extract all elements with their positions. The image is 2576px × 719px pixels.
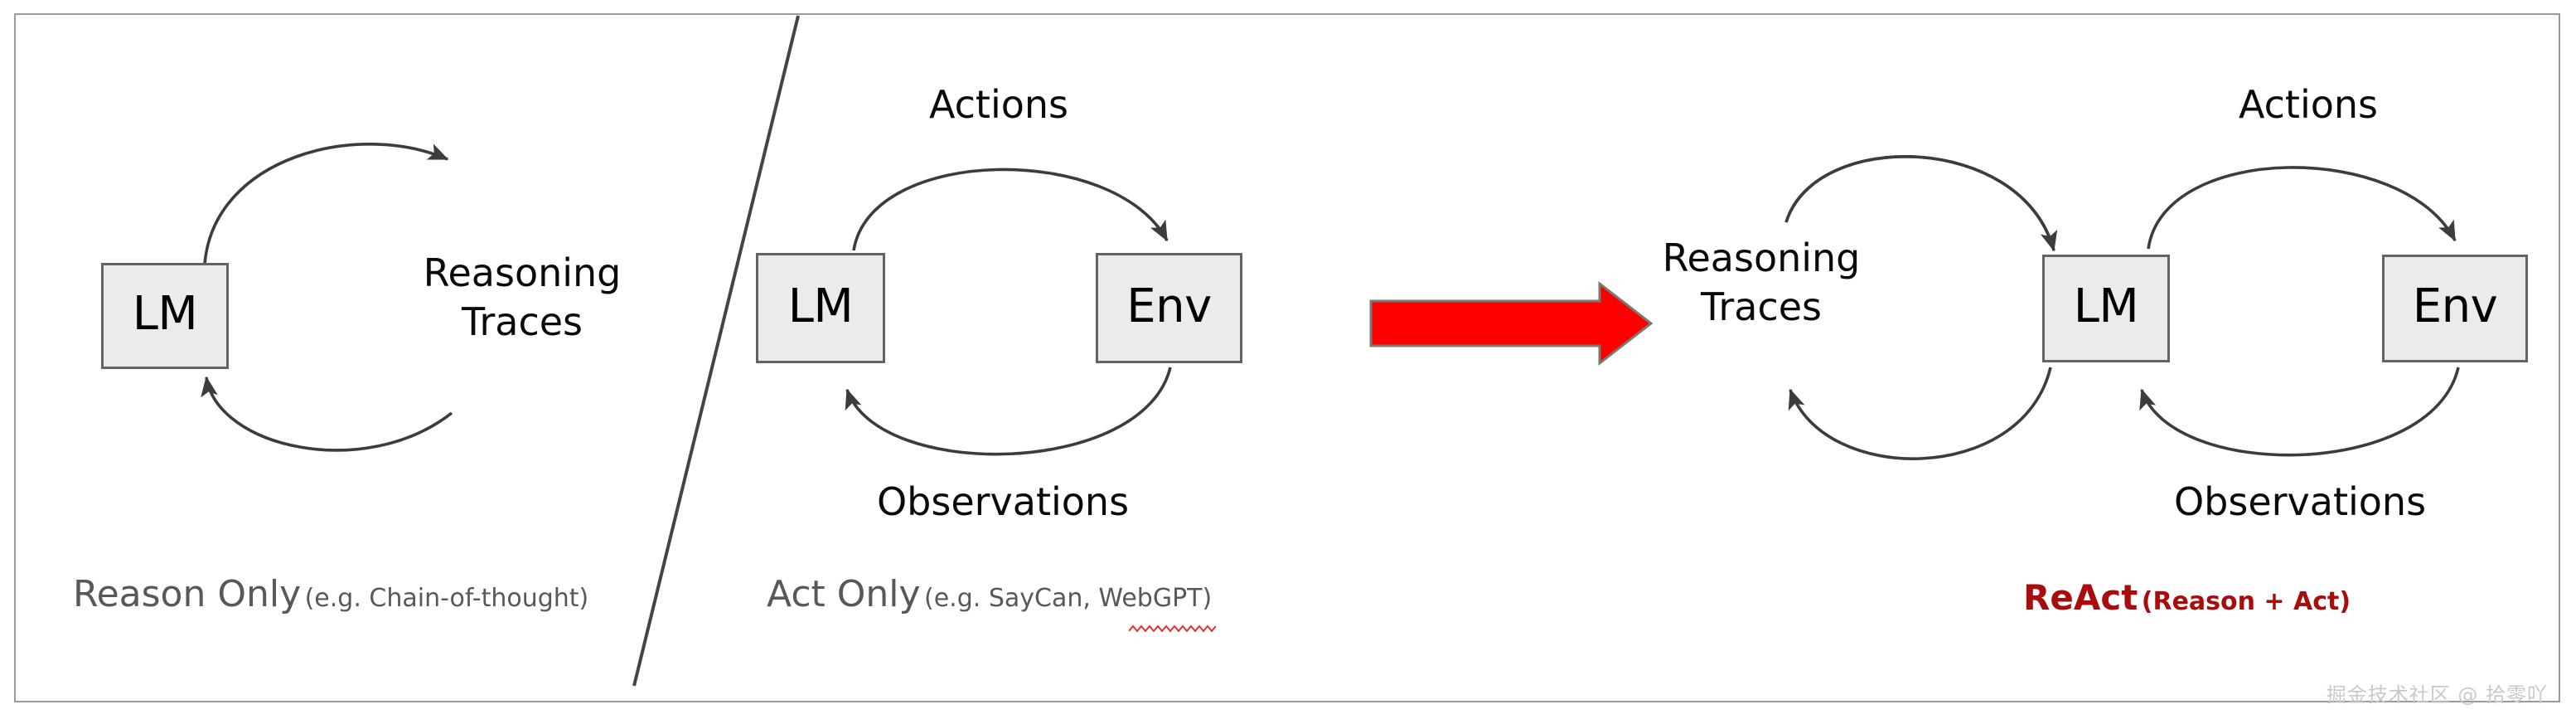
caption-act-only: Act Only (e.g. SayCan, WebGPT) [767, 576, 1212, 613]
spellcheck-squiggle [1129, 624, 1216, 633]
caption-sub: (Reason + Act) [2141, 587, 2351, 616]
edge-label-line1: Reasoning [1662, 236, 1861, 280]
node-env-react[interactable]: Env [2382, 255, 2528, 362]
edge-label-reasoning-traces-p1: Reasoning Traces [406, 249, 638, 347]
node-lm-reason-only[interactable]: LM [101, 263, 229, 369]
node-label: LM [787, 279, 854, 333]
caption-sub: (e.g. SayCan, WebGPT) [924, 584, 1213, 613]
watermark: 掘金技术社区 @ 拾零吖 [2326, 683, 2548, 707]
caption-main: ReAct [2023, 577, 2138, 618]
node-lm-act-only[interactable]: LM [756, 253, 885, 363]
edge-label-actions-p3: Actions [2176, 82, 2441, 127]
edge-label-reasoning-traces-p3: Reasoning Traces [1637, 234, 1886, 332]
edge-label-observations-p2: Observations [829, 479, 1177, 524]
node-label: LM [132, 287, 198, 341]
edge-label-actions-p2: Actions [866, 82, 1131, 127]
edge-label-line1: Actions [928, 82, 1069, 127]
caption-react: ReAct (Reason + Act) [2023, 581, 2351, 615]
edge-label-line1: Observations [2173, 479, 2427, 524]
edge-label-line2: Traces [462, 299, 583, 344]
edge-label-line1: Reasoning [423, 250, 622, 295]
edge-label-line1: Observations [876, 479, 1130, 524]
caption-main: Reason Only [73, 573, 302, 615]
edge-label-observations-p3: Observations [2126, 479, 2474, 524]
caption-main: Act Only [767, 573, 921, 615]
node-label: Env [1126, 279, 1212, 333]
caption-reason-only: Reason Only (e.g. Chain-of-thought) [73, 576, 588, 613]
node-lm-react[interactable]: LM [2042, 255, 2170, 362]
node-env-act-only[interactable]: Env [1096, 253, 1242, 363]
edge-label-line1: Actions [2238, 82, 2379, 127]
node-label: LM [2073, 279, 2139, 333]
edge-label-line2: Traces [1701, 284, 1822, 329]
caption-sub: (e.g. Chain-of-thought) [304, 584, 589, 613]
node-label: Env [2412, 279, 2498, 333]
